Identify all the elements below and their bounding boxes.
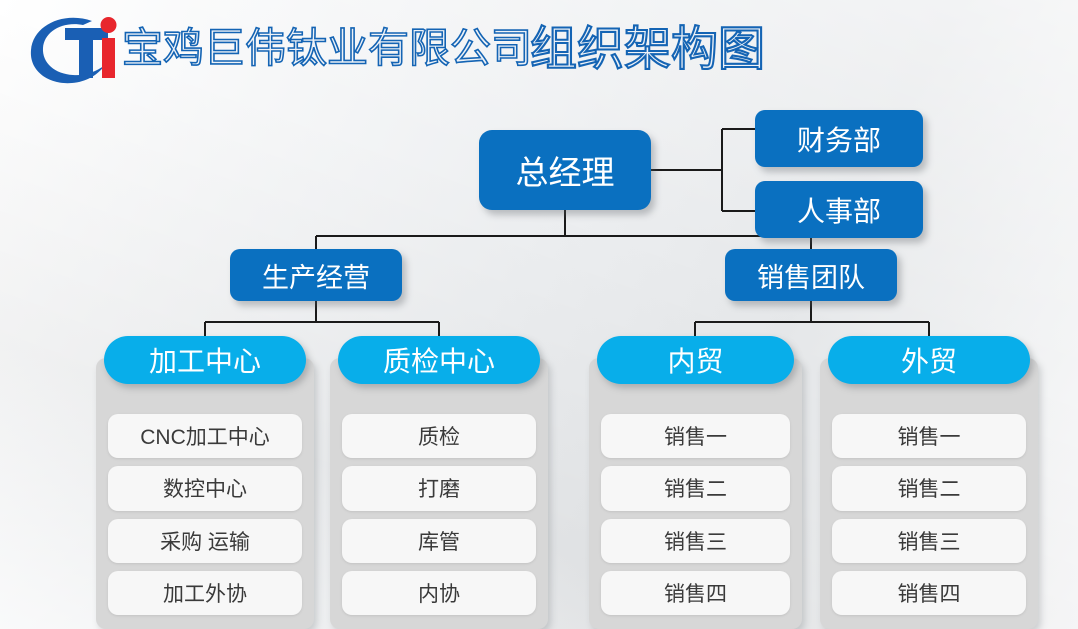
list-item[interactable]: 库管 bbox=[342, 518, 536, 563]
page-title: 宝鸡巨伟钛业有限公司 组织架构图 bbox=[121, 12, 766, 84]
node-sales-team[interactable]: 销售团队 bbox=[725, 249, 897, 301]
list-item[interactable]: 销售二 bbox=[832, 466, 1026, 511]
node-general-manager[interactable]: 总经理 bbox=[479, 130, 651, 210]
column-machining-center: 加工中心 CNC加工中心 数控中心 采购 运输 加工外协 bbox=[96, 336, 314, 629]
column-item-list: 销售一 销售二 销售三 销售四 bbox=[601, 414, 790, 615]
list-item[interactable]: 采购 运输 bbox=[108, 518, 302, 563]
column-header-foreign-trade[interactable]: 外贸 bbox=[828, 336, 1030, 384]
list-item[interactable]: 打磨 bbox=[342, 466, 536, 511]
node-production-operations[interactable]: 生产经营 bbox=[230, 249, 402, 301]
column-item-list: CNC加工中心 数控中心 采购 运输 加工外协 bbox=[108, 414, 302, 615]
list-item[interactable]: 销售一 bbox=[832, 414, 1026, 459]
slide-header: 宝鸡巨伟钛业有限公司 组织架构图 bbox=[0, 0, 1078, 96]
list-item[interactable]: 内协 bbox=[342, 570, 536, 615]
list-item[interactable]: 销售四 bbox=[601, 570, 790, 615]
list-item[interactable]: 销售二 bbox=[601, 466, 790, 511]
company-name-text: 宝鸡巨伟钛业有限公司 bbox=[121, 24, 533, 71]
column-foreign-trade: 外贸 销售一 销售二 销售三 销售四 bbox=[820, 336, 1038, 629]
column-header-domestic-trade[interactable]: 内贸 bbox=[597, 336, 794, 384]
list-item[interactable]: 加工外协 bbox=[108, 570, 302, 615]
company-logo-icon bbox=[22, 8, 126, 88]
list-item[interactable]: 销售三 bbox=[601, 518, 790, 563]
column-domestic-trade: 内贸 销售一 销售二 销售三 销售四 bbox=[589, 336, 802, 629]
node-hr-department[interactable]: 人事部 bbox=[755, 181, 923, 238]
column-quality-inspection-center: 质检中心 质检 打磨 库管 内协 bbox=[330, 336, 548, 629]
list-item[interactable]: 销售三 bbox=[832, 518, 1026, 563]
list-item[interactable]: 数控中心 bbox=[108, 466, 302, 511]
column-item-list: 质检 打磨 库管 内协 bbox=[342, 414, 536, 615]
list-item[interactable]: 销售一 bbox=[601, 414, 790, 459]
column-header-machining-center[interactable]: 加工中心 bbox=[104, 336, 306, 384]
list-item[interactable]: CNC加工中心 bbox=[108, 414, 302, 459]
chart-title-text: 组织架构图 bbox=[529, 21, 766, 75]
column-item-list: 销售一 销售二 销售三 销售四 bbox=[832, 414, 1026, 615]
list-item[interactable]: 销售四 bbox=[832, 570, 1026, 615]
node-finance-department[interactable]: 财务部 bbox=[755, 110, 923, 167]
list-item[interactable]: 质检 bbox=[342, 414, 536, 459]
column-header-quality-inspection-center[interactable]: 质检中心 bbox=[338, 336, 540, 384]
